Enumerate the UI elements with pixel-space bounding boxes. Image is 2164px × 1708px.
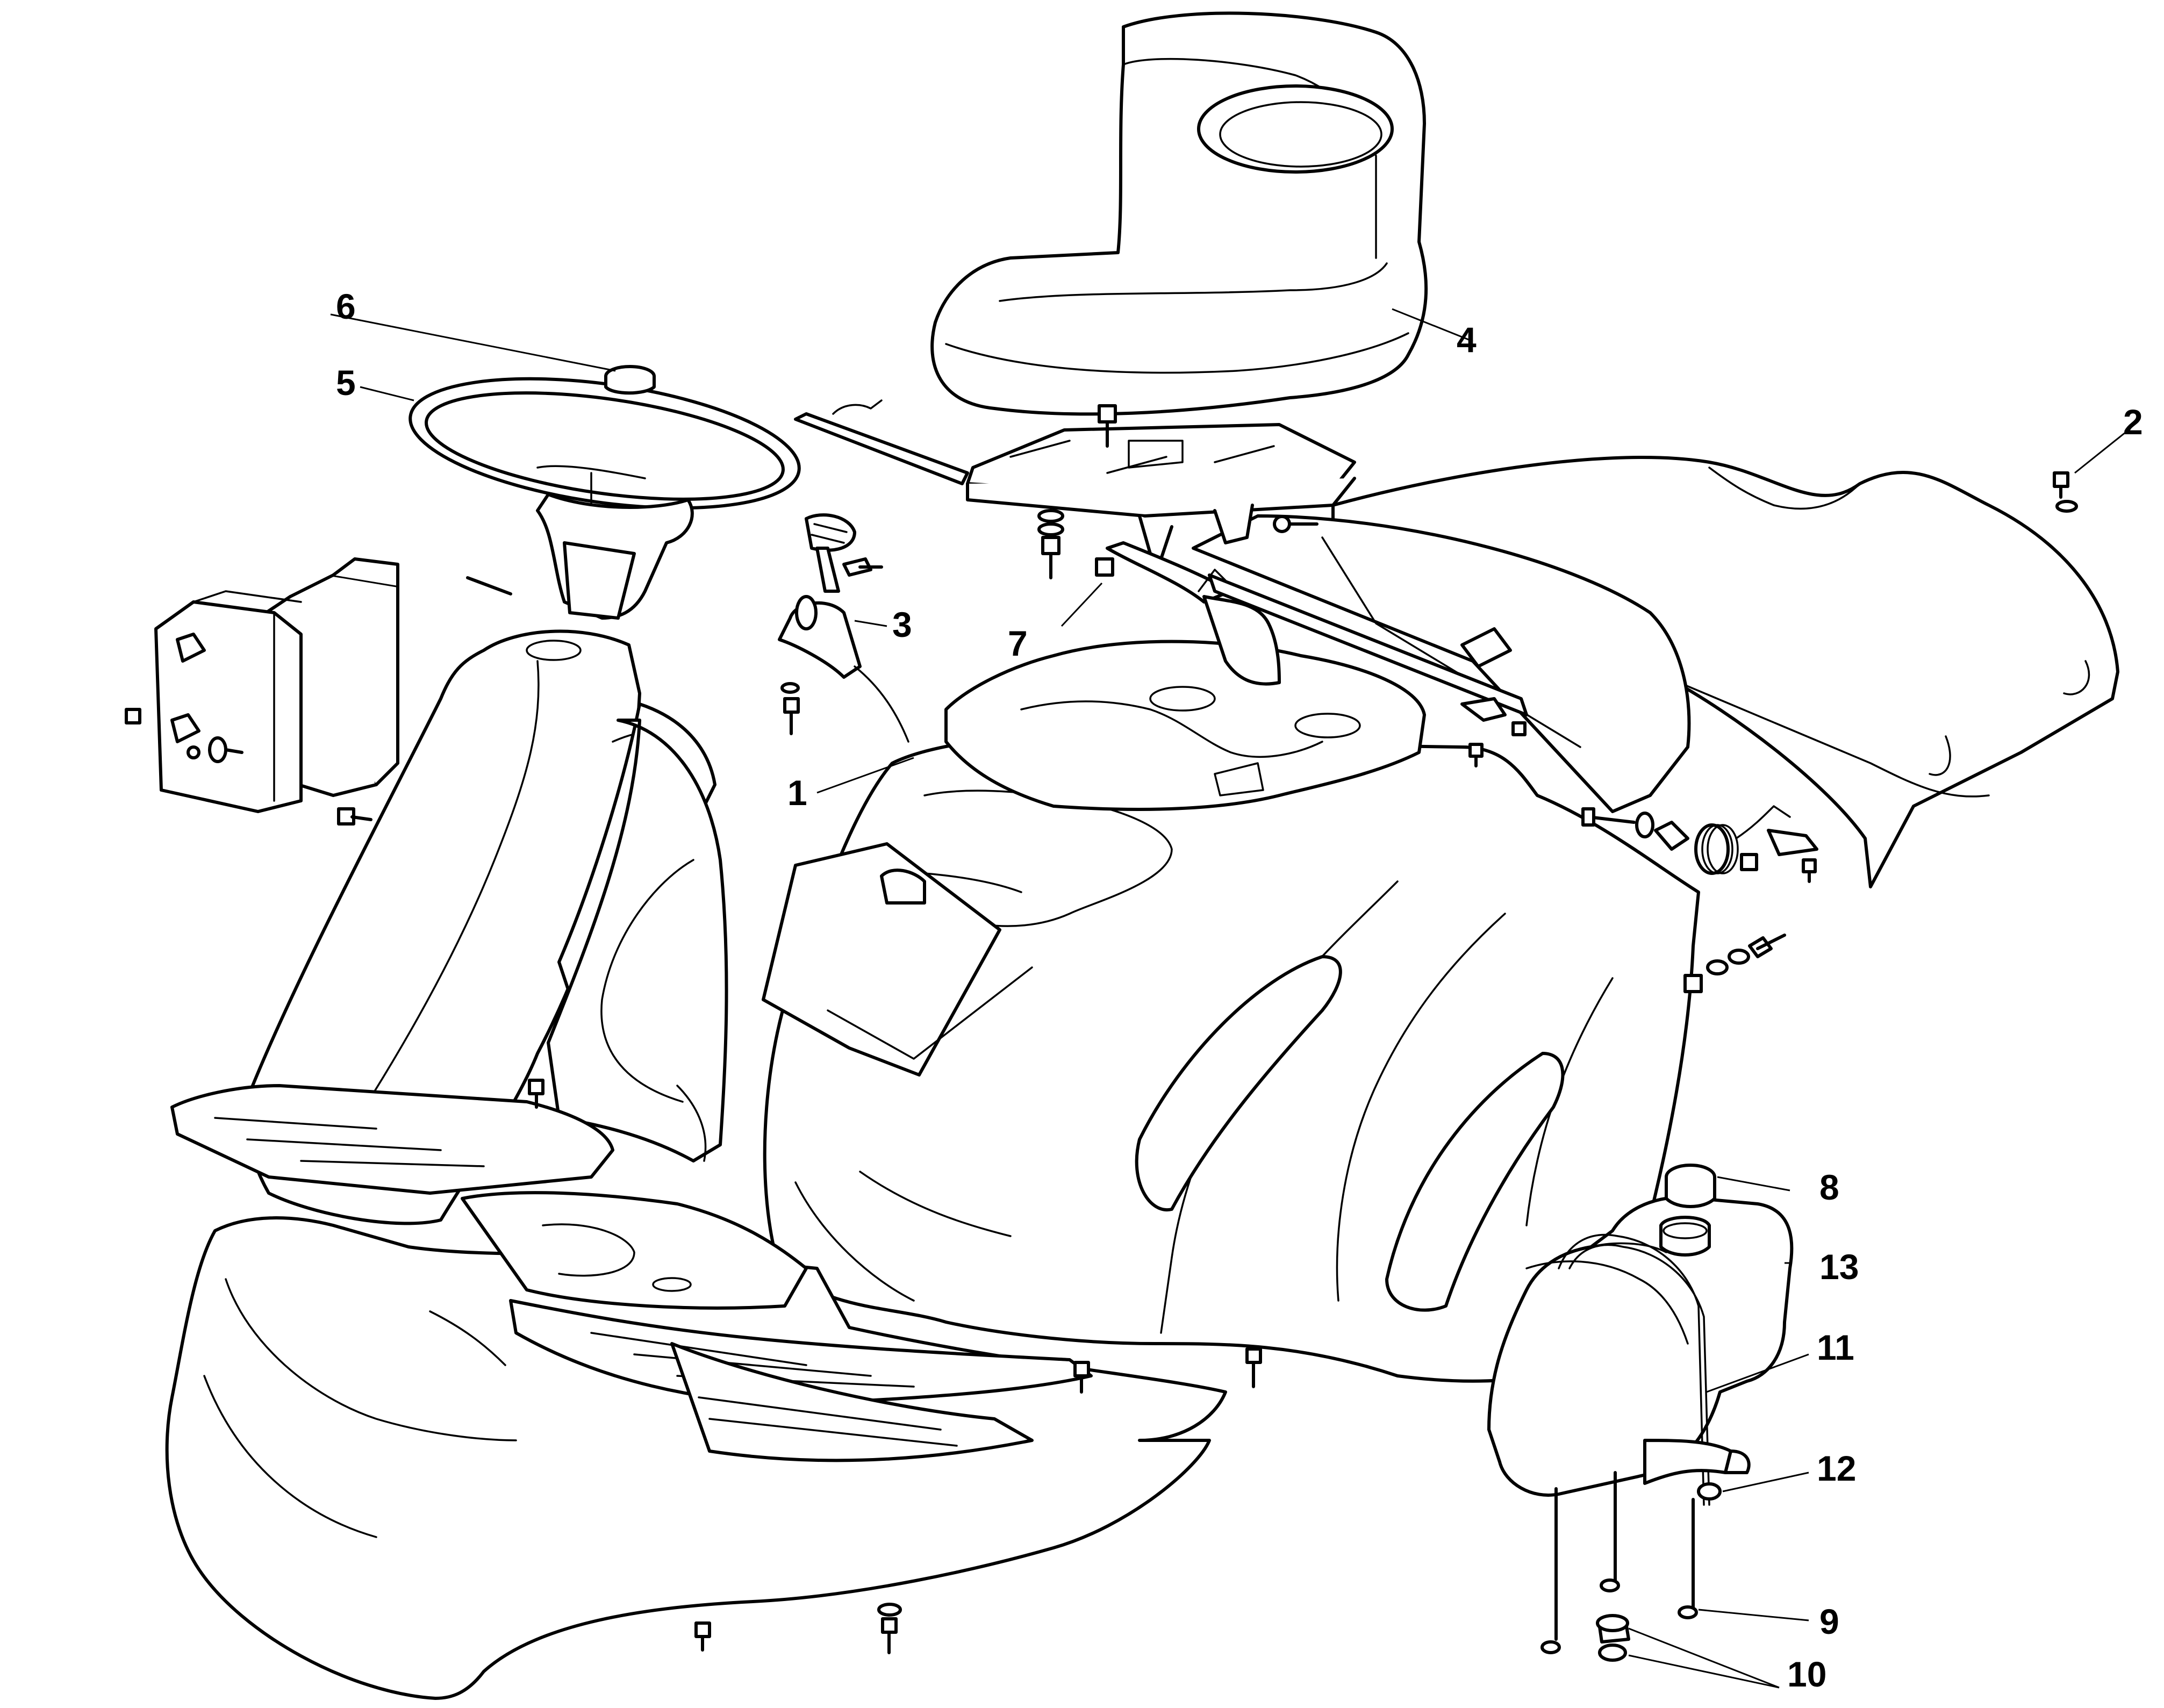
tank-rods-part-9 (1540, 1471, 1698, 1654)
dash-cowl (547, 719, 728, 1162)
callout-6: 6 (336, 286, 356, 326)
fuel-door (762, 842, 1033, 1077)
callout-7: 7 (1008, 623, 1028, 663)
seat-rail (794, 399, 969, 485)
callout-9: 9 (1819, 1602, 1839, 1641)
seat-part-4 (930, 11, 1428, 416)
tank-nut-part-12 (1697, 1482, 1722, 1501)
callout-13: 13 (1819, 1247, 1859, 1287)
center-floor (461, 1191, 808, 1310)
spring-latch-hardware (1460, 697, 1818, 883)
battery-boxes (125, 557, 399, 826)
callout-12: 12 (1817, 1448, 1856, 1488)
plate-washer (1037, 509, 1064, 579)
callout-2: 2 (2123, 402, 2143, 442)
callout-1: 1 (787, 773, 807, 813)
callout-8: 8 (1819, 1167, 1839, 1207)
fuel-cap-part-8 (1665, 1164, 1716, 1208)
tank-strap-part-11 (1558, 1233, 1751, 1506)
callout-labels: 1 2 3 4 5 6 7 8 9 10 11 12 13 (336, 286, 2143, 1694)
steering-pin (466, 576, 512, 595)
callout-4: 4 (1457, 320, 1477, 360)
callout-11: 11 (1817, 1327, 1854, 1367)
floor-screws (528, 1079, 1262, 1654)
footrest-right (509, 1299, 1093, 1462)
seat-mount-plate (966, 423, 1356, 561)
fender-bolt-set (1683, 934, 1786, 993)
callout-10: 10 (1787, 1654, 1826, 1694)
hinge-bracket-part-7 (1095, 541, 1528, 716)
lever-part-3 (778, 513, 909, 743)
footrest-left (170, 1084, 614, 1195)
callout-5: 5 (336, 363, 356, 403)
steering-cap-part-6 (604, 365, 656, 395)
tank-nuts-part-10 (1596, 1614, 1630, 1662)
plate-bolt-right (1273, 515, 1319, 533)
callout-3: 3 (892, 605, 912, 644)
seat-bolt (1098, 404, 1117, 448)
fender-bolt-part-2 (2053, 471, 2078, 513)
steering-wheel-part-5 (409, 377, 801, 620)
main-body (763, 736, 1700, 1383)
leader-lines (330, 308, 2129, 1689)
seat-console-part-1 (944, 640, 1426, 811)
